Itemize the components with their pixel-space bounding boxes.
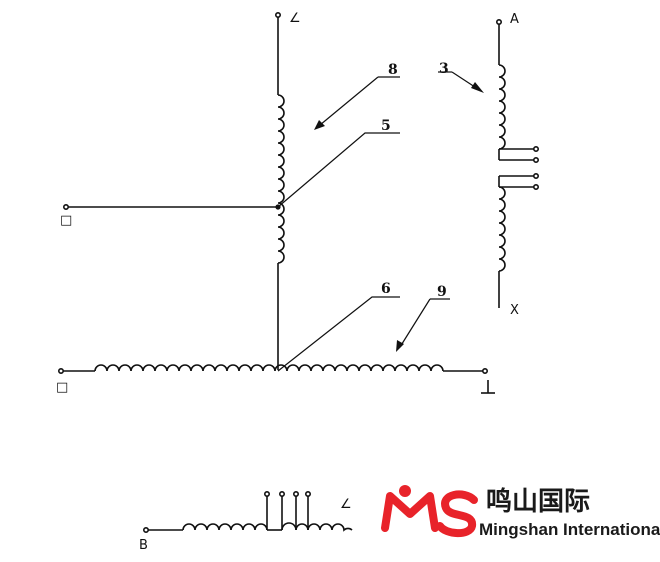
logo-ms-mark	[381, 485, 478, 538]
leader-5	[277, 132, 400, 208]
logo-english: Mingshan International	[479, 520, 660, 539]
ground-symbol	[481, 380, 495, 394]
upper-coil	[498, 64, 506, 150]
arrowhead-8	[314, 120, 325, 130]
label-lower-mid: ∠	[340, 497, 352, 512]
terminal-bottom-left	[57, 367, 64, 374]
logo-dot	[399, 485, 411, 497]
label-left-middle: □	[60, 213, 72, 228]
callout-6: 6	[381, 281, 391, 297]
label-bottom-left: □	[56, 380, 68, 395]
label-x: X	[510, 303, 519, 318]
label-top-left: ∠	[289, 11, 301, 26]
bottom-horizontal-winding	[57, 364, 488, 374]
vertical-coil	[277, 94, 285, 264]
label-b: B	[139, 538, 148, 553]
lower-coil	[498, 186, 506, 272]
lower-partial-winding	[143, 490, 353, 533]
callout-8: 8	[388, 62, 398, 78]
left-vertical-winding	[274, 12, 285, 370]
terminal-a	[495, 18, 502, 25]
horizontal-coil	[94, 364, 444, 372]
lower-coil-a	[182, 523, 268, 531]
logo-chinese: 鸣山国际	[486, 486, 590, 517]
callout-5: 5	[381, 118, 391, 134]
callout-3: 3	[439, 61, 449, 77]
company-logo: 鸣山国际 Mingshan International	[381, 485, 660, 539]
label-a: A	[510, 12, 519, 27]
terminal-top-left	[274, 12, 281, 19]
terminal-bottom-right	[481, 367, 488, 374]
middle-tap-line	[62, 204, 281, 211]
label-bottom-right: ⊥	[481, 383, 492, 398]
arrowhead-9	[396, 340, 404, 352]
leader-6	[277, 296, 400, 372]
arrowhead-3	[471, 82, 484, 93]
terminal-b	[143, 526, 150, 533]
terminal-left-middle	[62, 204, 69, 211]
right-winding-ax	[495, 18, 539, 308]
callout-9: 9	[437, 284, 447, 300]
